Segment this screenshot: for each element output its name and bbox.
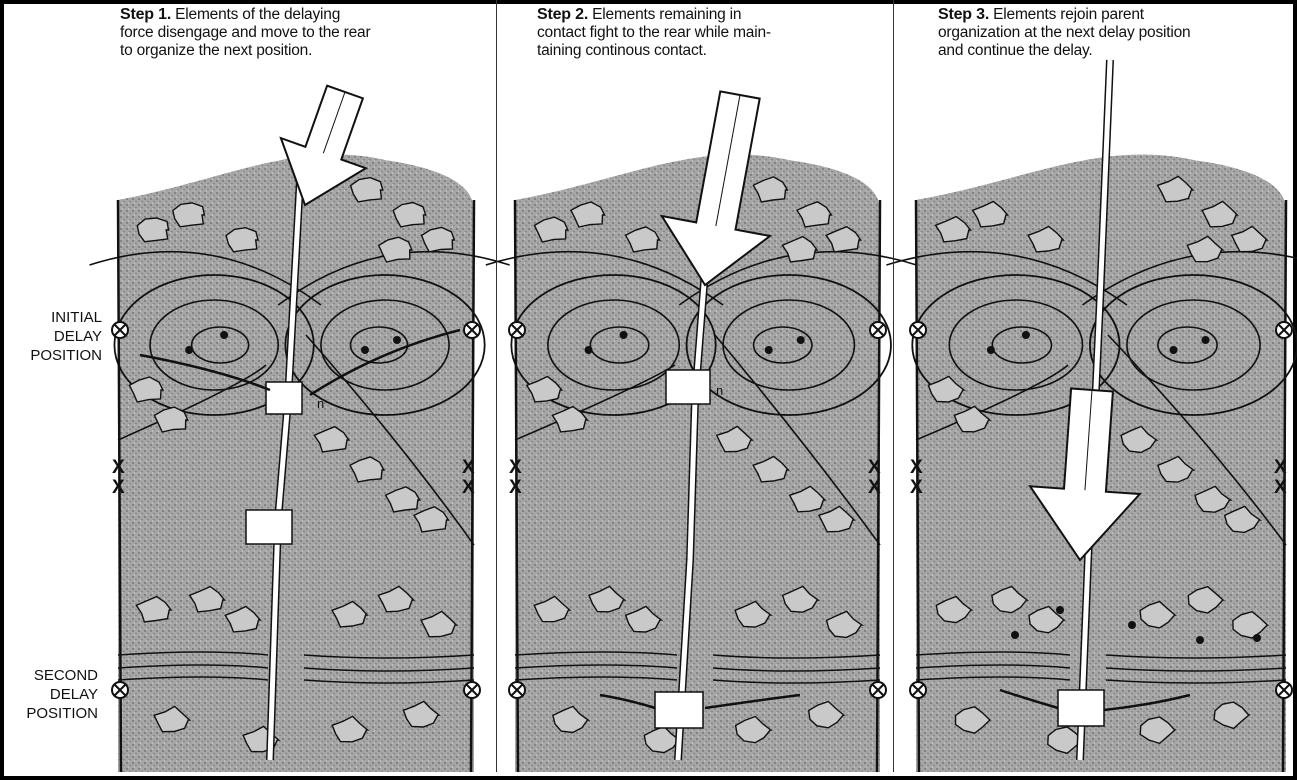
obstacle-x-symbol: X xyxy=(462,457,475,478)
initial-delay-position-label: INITIAL DELAY POSITION xyxy=(4,308,102,365)
step1-caption: Step 1. Elements of the delaying force d… xyxy=(120,6,490,60)
step3-title: Step 3. xyxy=(938,6,989,23)
step2-line1: Elements remaining in xyxy=(592,6,741,23)
vegetation-cluster xyxy=(226,228,258,252)
unit-box xyxy=(266,382,302,414)
obstacle-x-symbol: X xyxy=(1274,477,1287,498)
unit-dot xyxy=(765,346,773,354)
step3-caption: Step 3. Elements rejoin parent organizat… xyxy=(938,6,1288,60)
unit-dot xyxy=(1128,621,1136,629)
unit-dot xyxy=(361,346,369,354)
unit-box xyxy=(655,692,703,728)
unit-dot xyxy=(1202,336,1210,344)
unit-dot xyxy=(1253,634,1261,642)
unit-dot xyxy=(797,336,805,344)
second-delay-position-label: SECOND DELAY POSITION xyxy=(4,666,98,723)
step2-caption: Step 2. Elements remaining in contact fi… xyxy=(537,6,887,60)
label-line: DELAY xyxy=(4,685,98,704)
obstacle-x-symbol: X xyxy=(462,477,475,498)
unit-dot xyxy=(987,346,995,354)
step3-line2: organization at the next delay position xyxy=(938,24,1190,41)
step1-line2: force disengage and move to the rear xyxy=(120,24,370,41)
step2-line2: contact fight to the rear while main- xyxy=(537,24,771,41)
obstacle-x-symbol: X xyxy=(1274,457,1287,478)
panel-divider xyxy=(496,0,497,772)
unit-dot xyxy=(1022,331,1030,339)
obstacle-x-symbol: X xyxy=(910,457,923,478)
step2-title: Step 2. xyxy=(537,6,588,23)
unit-annotation: n xyxy=(716,383,723,398)
obstacle-x-symbol: X xyxy=(868,457,881,478)
label-line: SECOND xyxy=(4,666,98,685)
obstacle-x-symbol: X xyxy=(509,457,522,478)
unit-dot xyxy=(220,331,228,339)
unit-box xyxy=(246,510,292,544)
step1-title: Step 1. xyxy=(120,6,171,23)
step1-line1: Elements of the delaying xyxy=(175,6,340,23)
unit-dot xyxy=(1056,606,1064,614)
vegetation-cluster xyxy=(137,218,168,242)
unit-dot xyxy=(185,346,193,354)
panel-divider xyxy=(893,0,894,772)
step3-line1: Elements rejoin parent xyxy=(993,6,1144,23)
unit-dot xyxy=(620,331,628,339)
label-line: INITIAL xyxy=(4,308,102,327)
unit-dot xyxy=(1011,631,1019,639)
vegetation-cluster xyxy=(173,203,205,227)
unit-box xyxy=(666,370,710,404)
unit-dot xyxy=(585,346,593,354)
step2-line3: taining continous contact. xyxy=(537,42,707,59)
unit-dot xyxy=(393,336,401,344)
obstacle-x-symbol: X xyxy=(112,457,125,478)
label-line: POSITION xyxy=(4,704,98,723)
unit-dot xyxy=(1170,346,1178,354)
unit-dot xyxy=(1196,636,1204,644)
step1-line3: to organize the next position. xyxy=(120,42,312,59)
obstacle-x-symbol: X xyxy=(910,477,923,498)
label-line: POSITION xyxy=(4,346,102,365)
unit-box xyxy=(1058,690,1104,726)
vegetation-cluster xyxy=(351,178,383,202)
obstacle-x-symbol: X xyxy=(868,477,881,498)
obstacle-x-symbol: X xyxy=(112,477,125,498)
obstacle-x-symbol: X xyxy=(509,477,522,498)
label-line: DELAY xyxy=(4,327,102,346)
unit-annotation: n xyxy=(317,396,324,411)
step3-line3: and continue the delay. xyxy=(938,42,1093,59)
